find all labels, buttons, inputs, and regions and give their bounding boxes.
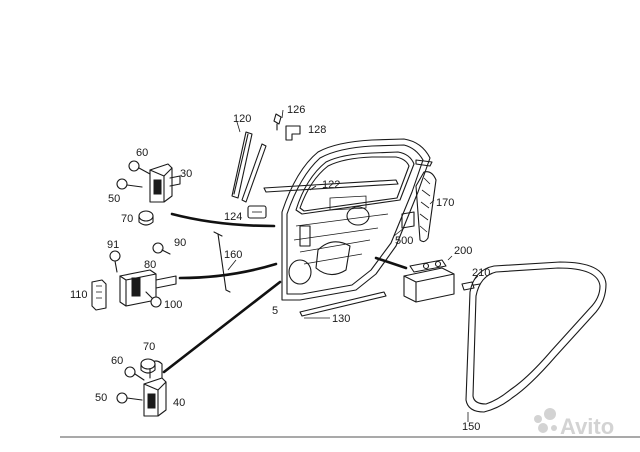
label-30: 30 (180, 168, 192, 180)
label-500: 500 (395, 235, 413, 247)
leader-check-strap (178, 262, 278, 280)
label-70-lower: 70 (143, 341, 155, 353)
label-200: 200 (454, 245, 472, 257)
leader-lock (374, 256, 408, 270)
ref-120 (236, 121, 241, 133)
label-110: 110 (70, 289, 88, 301)
belt-strip-122 (263, 179, 399, 193)
lower-hinge-40 (143, 360, 167, 417)
label-130: 130 (332, 313, 350, 325)
plug-210 (461, 281, 481, 291)
watermark-dot-icon (534, 415, 542, 423)
bracket-110 (91, 279, 107, 311)
bracket-128 (285, 125, 301, 141)
ref-126 (281, 109, 284, 119)
label-91: 91 (107, 239, 119, 251)
label-90: 90 (174, 237, 186, 249)
actuation-rod-160 (213, 231, 231, 293)
clip-124 (247, 205, 267, 219)
label-80: 80 (144, 259, 156, 271)
label-126: 126 (287, 104, 305, 116)
watermark-dot-icon (538, 423, 548, 433)
label-122: 122 (322, 179, 340, 191)
frame-seal-170 (401, 171, 437, 243)
label-170: 170 (436, 197, 454, 209)
ref-122 (309, 185, 317, 191)
ref-160 (227, 259, 237, 271)
upper-hinge-30 (149, 163, 181, 203)
bolt-60a (128, 160, 151, 175)
window-guide-120 (231, 131, 267, 203)
label-124: 124 (224, 211, 242, 223)
ref-500 (393, 227, 405, 237)
label-60-lower: 60 (111, 355, 123, 367)
bolt-60b (124, 366, 145, 381)
label-210: 210 (472, 267, 490, 279)
cap-70a (138, 210, 154, 226)
label-60-upper: 60 (136, 147, 148, 159)
watermark-dot-icon (544, 408, 556, 420)
label-50-lower: 50 (95, 392, 107, 404)
label-5: 5 (272, 305, 278, 317)
screw-50b (116, 392, 143, 404)
screw-50a (116, 178, 143, 190)
label-40: 40 (173, 397, 185, 409)
watermark-dot-icon (551, 425, 557, 431)
lower-strip-130 (299, 291, 387, 317)
label-150: 150 (462, 421, 480, 433)
leader-upper-hinge (170, 212, 276, 228)
label-100: 100 (164, 299, 182, 311)
door-shell (281, 138, 433, 301)
door-seal-150 (465, 261, 607, 413)
nut-90 (152, 242, 171, 255)
leader-lower-hinge (162, 280, 282, 374)
label-128: 128 (308, 124, 326, 136)
label-70-upper: 70 (121, 213, 133, 225)
ref-170 (429, 199, 435, 205)
lock-module-200 (403, 259, 455, 303)
clip-126 (273, 113, 282, 131)
check-strap-80 (119, 269, 177, 307)
label-120: 120 (233, 113, 251, 125)
ref-210 (473, 275, 479, 281)
watermark: Avito (534, 408, 614, 439)
bolt-100 (145, 291, 162, 308)
cap-70b (140, 358, 156, 374)
watermark-text: Avito (560, 414, 614, 439)
ref-200 (447, 255, 453, 261)
bolt-91 (109, 250, 121, 273)
label-50-upper: 50 (108, 193, 120, 205)
label-160: 160 (224, 249, 242, 261)
